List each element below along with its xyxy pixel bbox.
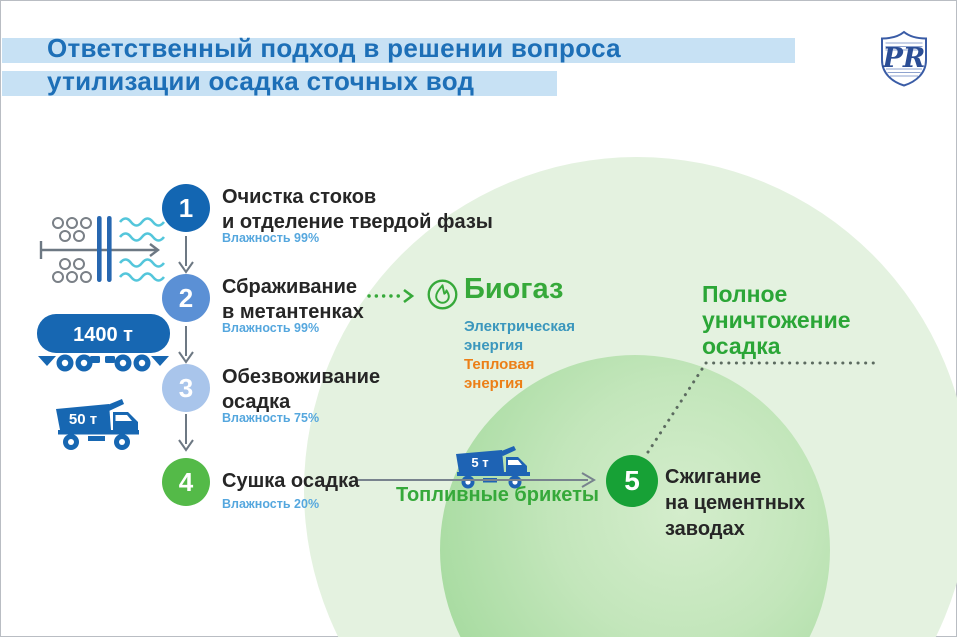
step-2-title-line-1: Сбраживание: [222, 276, 357, 298]
page-title-line-2: утилизации осадка сточных вод: [47, 66, 475, 96]
biogas-title: Биогаз: [464, 273, 564, 305]
step-3-title-line-1: Обезвоживание: [222, 366, 381, 388]
logo-monogram: PR: [882, 43, 926, 74]
step-3-title: Обезвоживание осадка: [222, 365, 380, 415]
step-4-title: Сушка осадка: [222, 469, 359, 494]
step-1-note: Влажность 99%: [222, 231, 320, 245]
step-1-title-line-2: и отделение твердой фазы: [222, 211, 493, 233]
small-truck-load-label: 5 т: [471, 455, 488, 470]
down-arrow-icon: [178, 326, 194, 364]
small-truck-icon: 5 т: [456, 446, 530, 489]
step-3-badge: 3: [162, 364, 210, 412]
filter-separation-icon: [39, 216, 166, 283]
result-line-2: уничтожение: [702, 307, 851, 333]
step-5-title-line-2: на цементных: [665, 492, 805, 514]
heat-energy-line-2: энергия: [464, 375, 524, 392]
result-line-3: осадка: [702, 333, 781, 359]
step-5-title-line-1: Сжигание: [665, 466, 762, 488]
step-1-title: Очистка стоков и отделение твердой фазы: [222, 185, 493, 235]
page-title-line-1: Ответственный подход в решении вопроса: [47, 33, 621, 63]
title-highlight-1: [2, 38, 795, 63]
step-4-title-line-1: Сушка осадка: [222, 470, 360, 492]
heat-energy-line-1: Тепловая: [464, 356, 535, 373]
electric-energy-line-1: Электрическая: [464, 318, 576, 335]
fuel-briquettes-label: Топливные брикеты: [396, 484, 599, 506]
step-5-badge: 5: [606, 455, 658, 507]
dotted-connector-icon: [646, 361, 876, 454]
step-4-badge: 4: [162, 458, 210, 506]
step-1-title-line-1: Очистка стоков: [222, 186, 377, 208]
step-3-note: Влажность 75%: [222, 411, 320, 425]
dump-truck-icon: 50 т: [56, 399, 139, 450]
fuel-arrow-icon: [358, 472, 596, 488]
step-5-title-line-3: заводах: [665, 518, 745, 540]
electric-energy-label: Электрическая энергия: [464, 317, 575, 355]
tanker-load-label: 1400 т: [73, 324, 133, 346]
result-label: Полное уничтожение осадка: [702, 281, 851, 359]
title-highlight-2: [2, 71, 557, 96]
step-4-note: Влажность 20%: [222, 497, 320, 511]
step-2-badge: 2: [162, 274, 210, 322]
company-logo-icon: PR: [881, 30, 927, 87]
result-line-1: Полное: [702, 281, 788, 307]
tanker-truck-icon: 1400 т: [37, 314, 170, 372]
down-arrow-icon: [178, 236, 194, 274]
biogas-flame-icon: [427, 279, 458, 310]
step-3-title-line-2: осадка: [222, 391, 291, 413]
heat-energy-label: Тепловая энергия: [464, 355, 534, 393]
dump-load-label: 50 т: [69, 411, 97, 428]
step-2-note: Влажность 99%: [222, 321, 320, 335]
step-2-title: Сбраживание в метантенках: [222, 275, 364, 325]
step-2-title-line-2: в метантенках: [222, 301, 364, 323]
electric-energy-line-2: энергия: [464, 337, 524, 354]
step-5-title: Сжигание на цементных заводах: [665, 464, 805, 542]
down-arrow-icon: [178, 414, 194, 452]
step-1-badge: 1: [162, 184, 210, 232]
dotted-arrow-right-icon: [367, 288, 415, 304]
